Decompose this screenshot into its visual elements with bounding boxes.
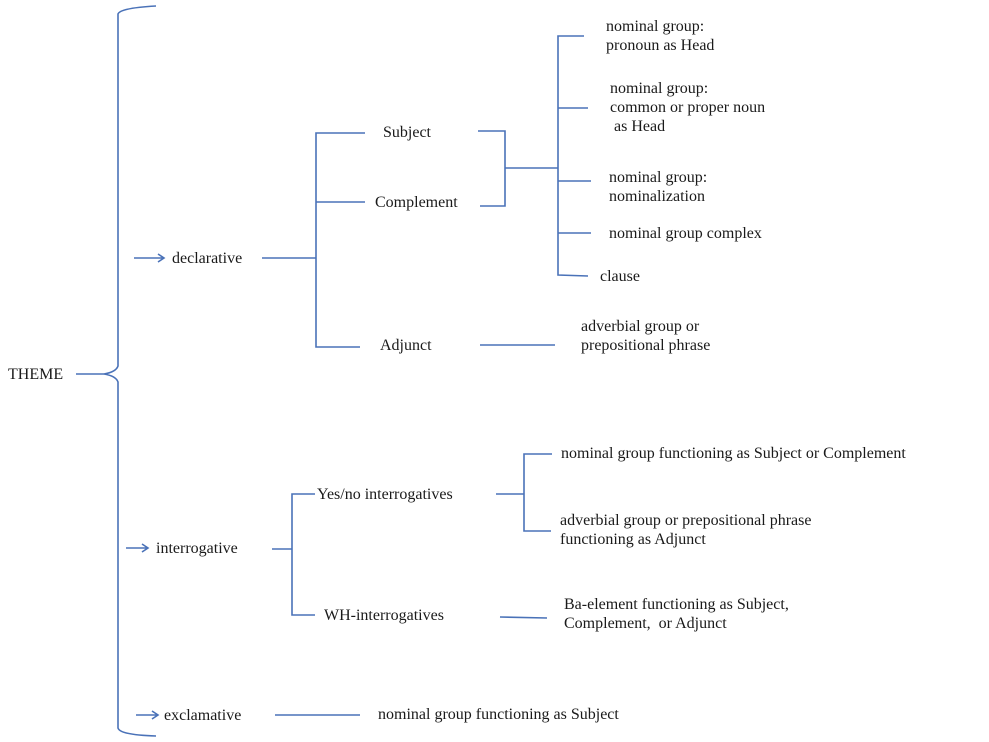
realization-line: Ba-element functioning as Subject, [564,596,789,613]
complement-label: Complement [375,194,458,211]
exclamative-realization: nominal group functioning as Subject [378,706,619,723]
yes-no-label: Yes/no interrogatives [317,486,453,503]
realization-line: nominal group: [610,80,709,97]
yesno-bracket [523,453,552,532]
realization-line: nominalization [609,188,705,205]
interrogative-bracket [291,493,315,616]
declarative-bracket [315,132,365,348]
interrogative-label: interrogative [156,540,238,557]
realization-line: nominal group: [606,18,705,35]
yes-no-realization-1: nominal group functioning as Subject or … [561,445,906,462]
realization-bracket [557,35,589,277]
subject-complement-join [478,130,558,207]
wh-connector [499,616,548,619]
realization-line: pronoun as Head [606,37,715,54]
realization-line: adverbial group or prepositional phrase [560,512,812,529]
realization-line: functioning as Adjunct [560,531,706,548]
realization-line: adverbial group or [581,318,700,335]
wh-realization: Ba-element functioning as Subject, Compl… [564,595,789,633]
exclamative-label: exclamative [164,707,242,724]
arrow-declarative [134,253,166,263]
realization-complex: nominal group complex [609,225,762,242]
adjunct-realization: adverbial group or prepositional phrase [581,317,710,355]
theme-root-label: THEME [8,366,64,383]
adjunct-label: Adjunct [380,337,432,354]
realization-line: prepositional phrase [581,337,711,354]
realization-pronoun: nominal group: pronoun as Head [606,17,714,55]
arrow-exclamative [136,710,160,720]
wh-label: WH-interrogatives [324,607,444,624]
subject-label: Subject [383,124,431,141]
realization-line: as Head [610,118,666,135]
arrow-interrogative [126,543,150,553]
yes-no-realization-2: adverbial group or prepositional phrase … [560,511,811,549]
realization-noun: nominal group: common or proper noun as … [610,79,765,136]
theme-brace [103,5,157,737]
realization-line: common or proper noun [610,99,766,116]
realization-nominalization: nominal group: nominalization [609,168,707,206]
realization-line: Complement, or Adjunct [564,615,727,632]
realization-clause: clause [600,268,640,285]
realization-line: nominal group: [609,169,708,186]
declarative-label: declarative [172,250,243,267]
